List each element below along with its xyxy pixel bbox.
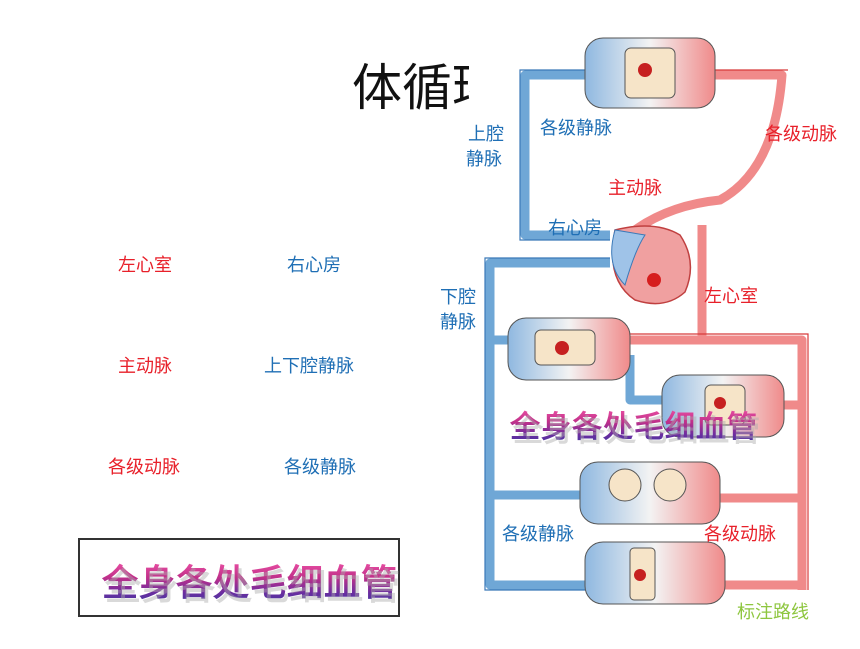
diagram-label-veins-top: 各级静脉: [540, 118, 612, 139]
capillary-bed-stomach: [661, 374, 785, 438]
capillary-bed-liver: [507, 317, 631, 381]
label-aorta[interactable]: 主动脉: [118, 356, 172, 377]
diagram-label-capillaries: 全身各处毛细血管: [510, 402, 758, 446]
vein-paths: [485, 70, 662, 590]
diagram-label-inferior-vena-cava-2: 静脉: [440, 312, 476, 333]
diagram-label-arteries-top: 各级动脉: [765, 124, 837, 145]
label-vena-cava[interactable]: 上下腔静脉: [264, 356, 354, 377]
diagram-label-left-ventricle: 左心室: [704, 286, 758, 307]
diagram-label-superior-vena-cava-1: 上腔: [468, 124, 504, 145]
slide-title: 体循环: [352, 59, 470, 117]
heart: [611, 225, 692, 305]
diagram-label-veins-bottom: 各级静脉: [502, 524, 574, 545]
label-veins[interactable]: 各级静脉: [284, 457, 356, 478]
capillary-label-box[interactable]: 全身各处毛细血管: [78, 538, 400, 617]
diagram-label-superior-vena-cava-2: 静脉: [466, 149, 502, 170]
label-left-ventricle[interactable]: 左心室: [118, 255, 172, 276]
capillary-bed-kidney: [579, 461, 721, 525]
route-label[interactable]: 标注路线: [737, 602, 809, 623]
diagram-label-inferior-vena-cava-1: 下腔: [440, 287, 476, 308]
diagram-label-arteries-bottom: 各级动脉: [704, 524, 776, 545]
capillary-bed-head: [584, 37, 716, 109]
label-right-atrium[interactable]: 右心房: [287, 255, 341, 276]
diagram-label-aorta: 主动脉: [608, 178, 662, 199]
capillary-bed-leg: [584, 541, 726, 605]
circulation-svg: [484, 37, 809, 605]
diagram-label-right-atrium: 右心房: [548, 218, 602, 239]
circulation-diagram: 上腔 静脉 各级静脉 各级动脉 主动脉 右心房 下腔 静脉 左心室 全身各处毛细…: [430, 30, 860, 645]
capillary-box-text: 全身各处毛细血管: [102, 554, 398, 606]
label-arteries[interactable]: 各级动脉: [108, 457, 180, 478]
